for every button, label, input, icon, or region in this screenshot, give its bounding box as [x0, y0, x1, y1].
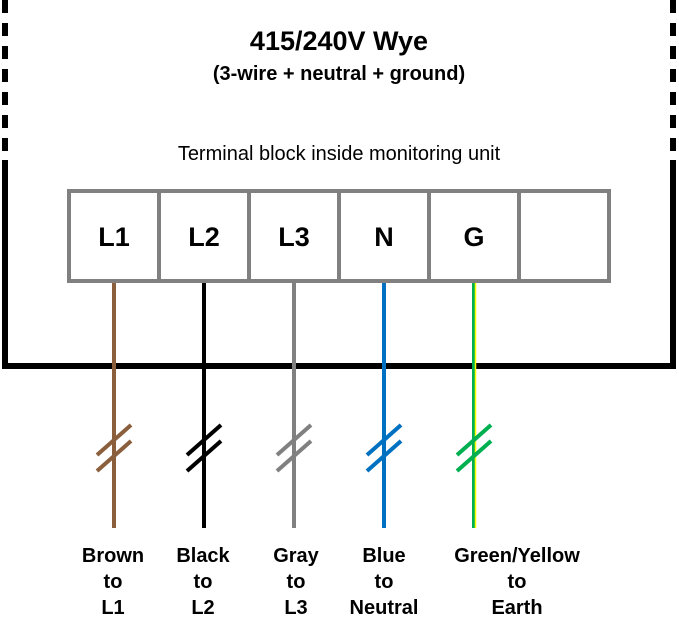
wire-label-n-line-1: Blue — [362, 545, 405, 567]
wire-label-l1-line-1: Brown — [82, 545, 144, 567]
wire-break-mark-upper-l1 — [95, 423, 133, 457]
wire-break-mark-lower-l1 — [95, 439, 133, 473]
wire-n — [365, 283, 403, 528]
wire-label-g-line-2: to — [508, 571, 527, 593]
wire-l3 — [275, 283, 313, 528]
wire-break-mark-upper-l3 — [275, 423, 313, 457]
wire-label-l2-line-3: L2 — [191, 597, 214, 619]
terminal-block-caption: Terminal block inside monitoring unit — [178, 143, 501, 165]
wire-label-l1-line-2: to — [104, 571, 123, 593]
wire-label-n-line-3: Neutral — [350, 597, 419, 619]
diagram-subtitle: (3-wire + neutral + ground) — [213, 63, 465, 85]
terminal-label-l1: L1 — [98, 222, 130, 252]
diagram-title: 415/240V Wye — [250, 26, 428, 56]
wire-label-l1-line-3: L1 — [101, 597, 124, 619]
wire-break-mark-lower-n — [365, 439, 403, 473]
wire-l2 — [185, 283, 223, 528]
wire-break-mark-upper-n — [365, 423, 403, 457]
wire-label-l2-line-2: to — [194, 571, 213, 593]
terminal-label-g: G — [463, 222, 484, 252]
wires — [95, 283, 493, 528]
wire-label-l2-line-1: Black — [176, 545, 230, 567]
terminal-label-n: N — [374, 222, 394, 252]
wire-label-g-line-3: Earth — [491, 597, 542, 619]
wire-label-g-line-1: Green/Yellow — [454, 545, 580, 567]
wire-label-l3-line-1: Gray — [273, 545, 319, 567]
wire-label-l3-line-2: to — [287, 571, 306, 593]
wire-break-mark-lower-l2 — [185, 439, 223, 473]
wire-break-mark-upper-g — [455, 423, 493, 457]
wire-break-mark-lower-g — [455, 439, 493, 473]
terminal-cell-n — [337, 189, 431, 283]
wire-l1 — [95, 283, 133, 528]
terminal-cell-l1 — [67, 189, 161, 283]
terminal-label-l3: L3 — [278, 222, 310, 252]
wire-break-mark-upper-l2 — [185, 423, 223, 457]
wire-break-mark-lower-l3 — [275, 439, 313, 473]
terminal-cell-l2 — [157, 189, 251, 283]
terminal-label-l2: L2 — [188, 222, 220, 252]
terminal-cell-spare — [517, 189, 611, 283]
wire-label-n-line-2: to — [375, 571, 394, 593]
wire-label-l3-line-3: L3 — [284, 597, 307, 619]
wire-g — [455, 283, 493, 528]
terminal-block: L1 L2 L3 N G — [67, 189, 611, 283]
